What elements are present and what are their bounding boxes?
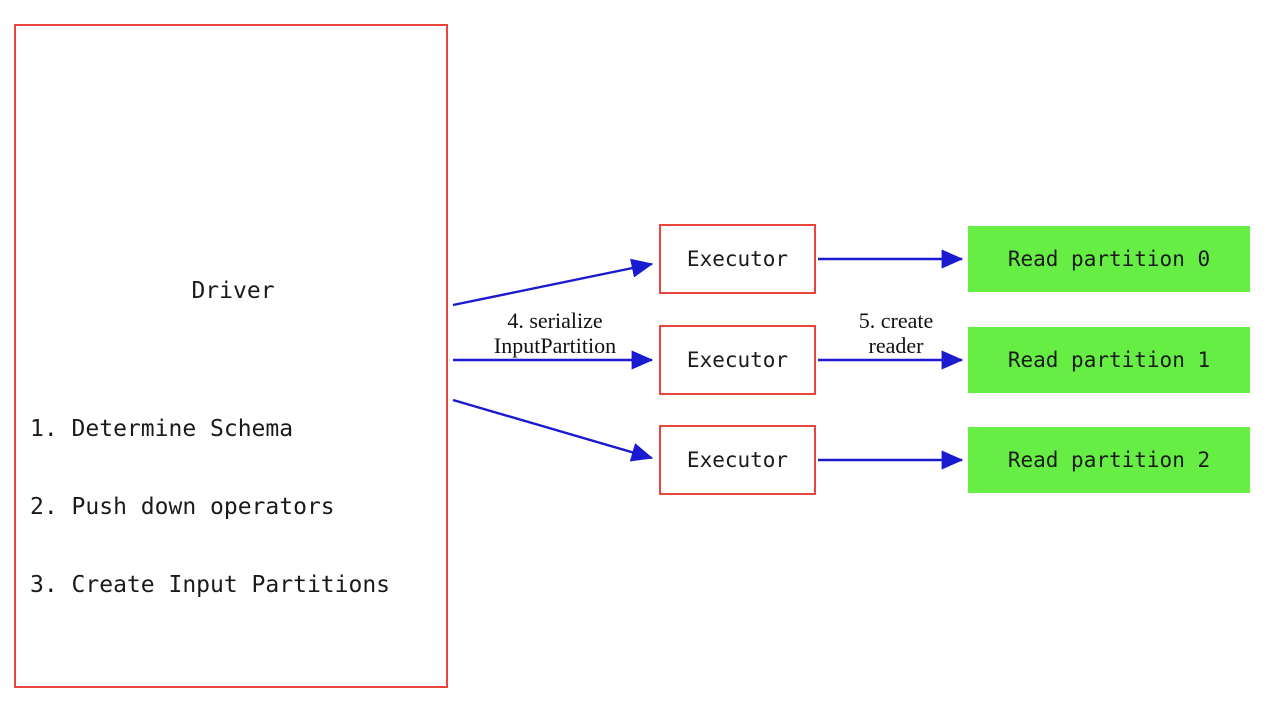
arrow-label-create-reader: 5. create reader xyxy=(858,308,934,358)
read-partition-box-1: Read partition 1 xyxy=(968,327,1250,393)
driver-step-1: 1. Determine Schema xyxy=(30,416,294,442)
driver-box: Driver 1. Determine Schema 2. Push down … xyxy=(14,24,448,688)
arrow-driver-to-executor-3 xyxy=(452,398,654,462)
executor-box-1: Executor xyxy=(659,224,816,294)
executor-box-2: Executor xyxy=(659,325,816,395)
executor-box-3: Executor xyxy=(659,425,816,495)
arrow-label-serialize: 4. serialize InputPartition xyxy=(493,308,617,358)
arrow-driver-to-executor-1 xyxy=(452,258,654,307)
driver-step-2: 2. Push down operators xyxy=(30,494,335,520)
read-partition-box-0: Read partition 0 xyxy=(968,226,1250,292)
driver-step-3: 3. Create Input Partitions xyxy=(30,572,391,598)
read-partition-box-2: Read partition 2 xyxy=(968,427,1250,493)
driver-title: Driver xyxy=(191,278,275,304)
driver-steps: 1. Determine Schema 2. Push down operato… xyxy=(30,364,390,650)
